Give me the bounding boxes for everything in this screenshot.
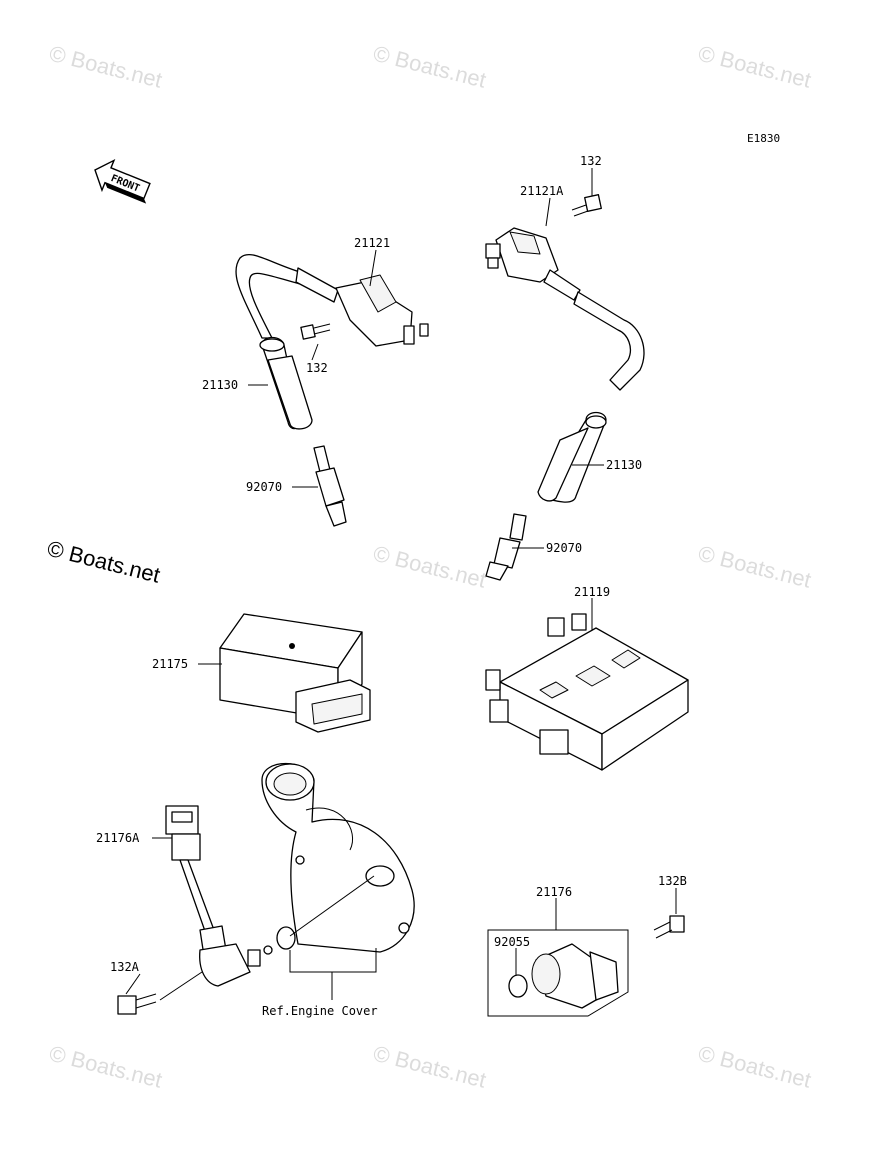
part-label-132B: 132B <box>658 874 687 888</box>
watermark-dark: © Boats.net <box>45 536 163 588</box>
part-label-21121A: 21121A <box>520 184 564 198</box>
ignition-coil-right <box>485 227 645 391</box>
front-arrow-icon: FRONT <box>94 158 151 204</box>
part-label-21130-right: 21130 <box>606 458 642 472</box>
part-label-132A: 132A <box>110 960 140 974</box>
bolt-132B <box>653 915 685 939</box>
part-labels: 132 21121A 21121 132 21130 92070 21130 9… <box>96 154 687 1018</box>
part-label-92070-left: 92070 <box>246 480 282 494</box>
ref-engine-cover-label: Ref.Engine Cover <box>262 1004 378 1018</box>
part-label-21119: 21119 <box>574 585 610 599</box>
bolt-132-mid <box>300 323 331 340</box>
engine-cover-reference <box>261 762 415 953</box>
part-label-21121: 21121 <box>354 236 390 250</box>
diagram-code: E1830 <box>747 132 780 145</box>
watermark: © Boats.net <box>47 41 165 93</box>
part-label-132-mid: 132 <box>306 361 328 375</box>
part-label-132-top: 132 <box>580 154 602 168</box>
watermark: © Boats.net <box>696 541 814 593</box>
camshaft-sensor-21176 <box>487 929 629 1017</box>
part-label-21176: 21176 <box>536 885 572 899</box>
ignitor-unit-21175 <box>219 613 371 733</box>
watermark: © Boats.net <box>371 541 489 593</box>
crankshaft-sensor-21176A <box>165 805 273 987</box>
part-label-21176A: 21176A <box>96 831 140 845</box>
watermark-group: © Boats.net © Boats.net © Boats.net © Bo… <box>45 41 814 1093</box>
ecu-21119 <box>485 613 689 771</box>
bolt-132A <box>117 993 157 1015</box>
watermark: © Boats.net <box>371 41 489 93</box>
watermark: © Boats.net <box>696 1041 814 1093</box>
part-label-21175: 21175 <box>152 657 188 671</box>
spark-plug-left <box>313 445 347 527</box>
part-label-92055: 92055 <box>494 935 530 949</box>
watermark: © Boats.net <box>371 1041 489 1093</box>
watermark: © Boats.net <box>696 41 814 93</box>
watermark: © Boats.net <box>47 1041 165 1093</box>
spark-plug-right <box>485 513 527 581</box>
spark-plug-cap-right <box>537 411 607 503</box>
leader-lines <box>125 168 677 1001</box>
ignition-coil-left <box>235 253 429 347</box>
o-ring-left <box>276 926 296 950</box>
part-label-21130-left: 21130 <box>202 378 238 392</box>
part-label-92070-right: 92070 <box>546 541 582 555</box>
bolt-132-top <box>571 194 602 217</box>
spark-plug-cap-left <box>259 336 313 430</box>
